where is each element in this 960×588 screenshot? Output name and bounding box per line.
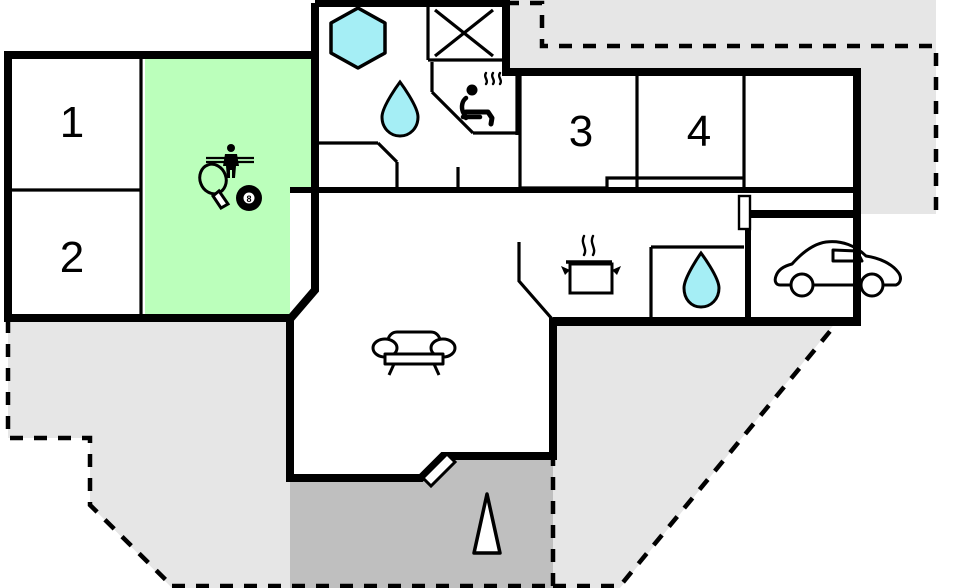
activity-room-fill <box>145 55 315 318</box>
svg-text:8: 8 <box>246 194 251 204</box>
terrace-upper-right <box>506 0 936 214</box>
door-opening[interactable] <box>737 194 752 231</box>
water-drop-icon-lower <box>682 250 721 309</box>
left-wing-outline <box>4 51 319 322</box>
building-interior-fill <box>8 55 145 318</box>
upper-middle-interior-fill <box>315 0 857 214</box>
water-drop-icon-upper <box>380 79 420 138</box>
room-number-1: 1 <box>60 98 84 147</box>
cooking-pot-icon <box>561 234 621 295</box>
games-room-icon: 8 <box>198 144 262 211</box>
wall-sauna-diagonal <box>430 90 475 135</box>
room-number-3: 3 <box>569 107 593 156</box>
wall-kitchen-diagonal <box>517 242 555 322</box>
property-boundary <box>5 0 939 588</box>
deck-center <box>290 456 553 588</box>
room-number-4: 4 <box>687 107 711 156</box>
terrace-lower-left <box>8 320 290 588</box>
crossed-room-icon <box>434 8 494 58</box>
room-number-2: 2 <box>60 233 84 282</box>
terrace-lower-right-block <box>553 322 836 588</box>
wall-corridor-diagonal <box>376 141 399 164</box>
whirlpool-hexagon-icon <box>329 6 387 70</box>
north-arrow-icon <box>472 492 502 555</box>
car-icon <box>773 240 902 298</box>
structural-walls <box>290 187 857 323</box>
door-leaf[interactable] <box>420 451 458 489</box>
lower-middle-interior-fill <box>290 190 857 478</box>
sauna-icon <box>459 71 503 127</box>
sofa-icon <box>371 330 457 376</box>
upper-block-outline <box>315 0 861 218</box>
